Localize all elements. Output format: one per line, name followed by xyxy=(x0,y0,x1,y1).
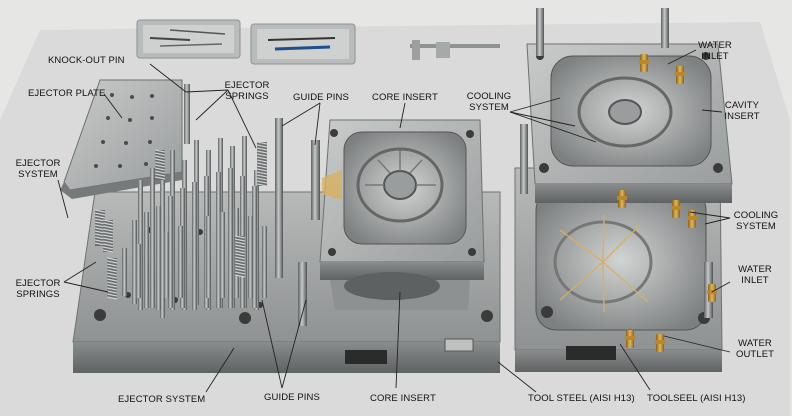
label-ejector-system-left: EJECTOR SYSTEM xyxy=(16,158,61,180)
core-insert-block xyxy=(319,119,485,280)
ejector-spring xyxy=(256,141,268,187)
ejector-pin xyxy=(160,176,165,318)
label-water-outlet-line2: OUTLET xyxy=(735,349,775,360)
tool-tray-left xyxy=(136,19,241,59)
brass-fitting xyxy=(655,334,665,352)
guide-pin-top-a xyxy=(536,8,544,56)
ejector-pin xyxy=(156,206,161,310)
label-cooling-system-top: COOLING SYSTEM xyxy=(467,91,512,113)
label-cavity-insert-line2: INSERT xyxy=(724,111,760,122)
label-water-outlet: WATER OUTLET xyxy=(736,338,774,360)
ejector-pin xyxy=(136,244,141,298)
brass-fitting xyxy=(687,210,697,228)
label-ejector-plate: EJECTOR PLATE xyxy=(28,88,106,99)
label-core-insert-bottom: CORE INSERT xyxy=(370,393,436,404)
label-water-inlet-right: WATER INLET xyxy=(738,264,772,286)
brass-fitting xyxy=(707,284,717,302)
guide-pin-right-a xyxy=(520,124,528,194)
label-ejector-system-left-line2: SYSTEM xyxy=(18,169,58,180)
ejector-spring xyxy=(234,235,246,278)
label-ejector-springs-top: EJECTOR SPRINGS xyxy=(225,80,270,102)
label-cavity-insert-line1: CAVITY xyxy=(724,100,760,111)
ejector-pin xyxy=(178,226,183,298)
ejector-pin xyxy=(132,220,137,304)
label-guide-pins-top: GUIDE PINS xyxy=(293,92,349,103)
label-ejector-springs-left-line2: SPRINGS xyxy=(16,289,60,300)
label-ejector-system-left-line1: EJECTOR xyxy=(15,158,61,169)
label-water-inlet-right-line1: WATER xyxy=(738,264,772,275)
brass-fitting xyxy=(625,330,635,348)
label-guide-pins-bottom: GUIDE PINS xyxy=(264,392,320,403)
ejector-pin xyxy=(262,226,267,298)
leader-lines xyxy=(57,49,731,393)
label-tool-steel: TOOL STEEL (AISI H13) xyxy=(528,393,635,404)
label-water-inlet-top: WATER INLET xyxy=(698,40,732,62)
label-cooling-system-right-line1: COOLING xyxy=(733,210,779,221)
brass-fitting xyxy=(671,200,681,218)
ejector-pin xyxy=(150,238,155,298)
ejector-pin xyxy=(220,212,225,298)
label-water-inlet-right-line2: INLET xyxy=(741,275,769,286)
label-cooling-system-right: COOLING SYSTEM xyxy=(734,210,779,232)
ejector-pin xyxy=(248,216,253,298)
cavity-base-plate xyxy=(514,167,723,372)
label-core-insert-top: CORE INSERT xyxy=(372,92,438,103)
label-cavity-insert: CAVITY INSERT xyxy=(724,100,759,122)
tool-tray-right xyxy=(250,23,356,65)
label-ejector-springs-top-line2: SPRINGS xyxy=(225,91,269,102)
label-toolseel: TOOLSEEL (AISI H13) xyxy=(647,393,746,404)
brass-fitting xyxy=(617,190,627,208)
label-cooling-system-top-line1: COOLING xyxy=(466,91,512,102)
ejector-spring xyxy=(102,219,114,253)
label-cooling-system-top-line2: SYSTEM xyxy=(469,102,509,113)
ejector-pin xyxy=(192,222,197,298)
guide-pin-top-b xyxy=(661,8,669,48)
ejector-spring xyxy=(154,149,166,180)
ejector-pin xyxy=(144,212,149,308)
label-ejector-springs-left-line1: EJECTOR xyxy=(15,278,61,289)
ejector-springs xyxy=(94,141,268,300)
ejector-pin xyxy=(122,248,127,296)
label-water-inlet-top-line2: INLET xyxy=(701,51,729,62)
label-cooling-system-right-line2: SYSTEM xyxy=(736,221,776,232)
ejector-pin xyxy=(252,186,257,308)
label-knock-out-pin: KNOCK-OUT PIN xyxy=(48,55,125,66)
brass-fitting xyxy=(639,54,649,72)
ejector-pin xyxy=(216,172,221,308)
guide-pin-left-c xyxy=(311,140,320,220)
ejector-pin xyxy=(168,196,173,308)
brass-fitting xyxy=(675,66,685,84)
label-ejector-system-bottom: EJECTOR SYSTEM xyxy=(118,394,206,405)
ejector-pin xyxy=(164,232,169,298)
caliper xyxy=(410,40,500,60)
label-ejector-springs-left: EJECTOR SPRINGS xyxy=(16,278,61,300)
knock-out-pin xyxy=(184,84,190,144)
ejector-pin xyxy=(206,216,211,298)
guide-pin-left-a xyxy=(275,118,283,278)
cavity-insert-block xyxy=(526,43,733,203)
label-water-outlet-line1: WATER xyxy=(738,338,772,349)
label-water-inlet-top-line1: WATER xyxy=(698,40,732,51)
ejector-pin xyxy=(228,168,233,308)
label-ejector-springs-top-line1: EJECTOR xyxy=(224,80,270,91)
guide-pin-left-b xyxy=(298,262,307,326)
ejector-spring xyxy=(106,257,118,300)
